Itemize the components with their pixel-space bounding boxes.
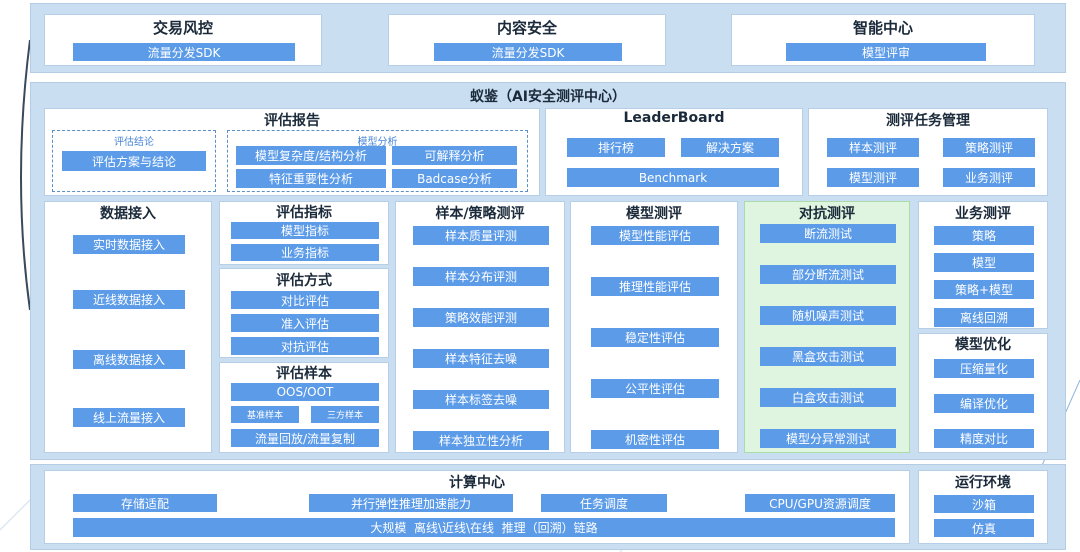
panel-title: 测评任务管理 — [886, 113, 970, 129]
analysis-group: 模型分析 模型复杂度/结构分析 可解释分析 特征重要性分析 Badcase分析 — [227, 130, 528, 192]
model-eval-button[interactable]: 机密性评估 — [591, 430, 719, 449]
data-access-button[interactable]: 离线数据接入 — [73, 350, 185, 369]
panel-model-optimization: 模型优化 压缩量化 编译优化 精度对比 — [918, 333, 1048, 453]
model-eval-button[interactable]: 稳定性评估 — [591, 328, 719, 347]
optimization-button[interactable]: 编译优化 — [934, 394, 1034, 413]
leaderboard-button[interactable]: 排行榜 — [567, 138, 665, 157]
simulation-button[interactable]: 仿真 — [934, 519, 1034, 537]
panel-evaluation-metrics: 评估指标 模型指标 业务指标 — [219, 201, 389, 265]
model-eval-button[interactable]: 公平性评估 — [591, 379, 719, 398]
panel-title: 对抗测评 — [799, 206, 855, 222]
inference-pipeline-button[interactable]: 大规模 离线\近线\在线 推理（回溯）链路 — [73, 518, 895, 537]
panel-title: 数据接入 — [100, 206, 156, 222]
task-button[interactable]: 样本测评 — [827, 138, 919, 157]
panel-title: 评估样本 — [276, 366, 332, 382]
sample-eval-button[interactable]: 策略效能评测 — [413, 308, 549, 327]
optimization-button[interactable]: 压缩量化 — [934, 359, 1034, 378]
analysis-button[interactable]: 可解释分析 — [392, 146, 517, 165]
benchmark-sample-button[interactable]: 基准样本 — [231, 406, 299, 423]
panel-model-eval: 模型测评 模型性能评估 推理性能评估 稳定性评估 公平性评估 机密性评估 — [570, 201, 738, 453]
group-label: 模型分析 — [357, 137, 398, 148]
adversarial-test-button[interactable]: 随机噪声测试 — [760, 306, 896, 325]
panel-title: 评估报告 — [264, 113, 320, 129]
panel-title: 智能中心 — [852, 19, 913, 37]
compute-button[interactable]: 任务调度 — [541, 494, 667, 512]
panel-title: 样本/策略测评 — [435, 206, 525, 222]
oos-oot-button[interactable]: OOS/OOT — [231, 383, 379, 401]
model-eval-button[interactable]: 推理性能评估 — [591, 277, 719, 296]
panel-content-security: 内容安全 流量分发SDK — [388, 14, 666, 66]
data-access-button[interactable]: 近线数据接入 — [73, 290, 185, 309]
sample-eval-button[interactable]: 样本标签去噪 — [413, 390, 549, 409]
panel-compute-center: 计算中心 存储适配 并行弹性推理加速能力 任务调度 CPU/GPU资源调度 大规… — [44, 470, 910, 544]
panel-trade-risk: 交易风控 流量分发SDK — [44, 14, 322, 66]
adversarial-test-button[interactable]: 部分断流测试 — [760, 265, 896, 284]
panel-title: 业务测评 — [955, 206, 1011, 222]
data-access-button[interactable]: 实时数据接入 — [73, 235, 185, 254]
sdk-button[interactable]: 流量分发SDK — [434, 43, 622, 61]
group-label: 评估结论 — [114, 137, 154, 148]
analysis-button[interactable]: 模型复杂度/结构分析 — [236, 146, 386, 165]
model-review-button[interactable]: 模型评审 — [786, 43, 986, 61]
adversarial-test-button[interactable]: 断流测试 — [760, 224, 896, 243]
business-eval-button[interactable]: 离线回溯 — [934, 308, 1034, 327]
panel-data-access: 数据接入 实时数据接入 近线数据接入 离线数据接入 线上流量接入 — [44, 201, 212, 453]
compute-button[interactable]: 并行弹性推理加速能力 — [309, 494, 513, 512]
method-button[interactable]: 对抗评估 — [231, 337, 379, 355]
metric-button[interactable]: 模型指标 — [231, 222, 379, 239]
business-eval-button[interactable]: 模型 — [934, 253, 1034, 272]
adversarial-test-button[interactable]: 模型分异常测试 — [760, 429, 896, 448]
task-button[interactable]: 业务测评 — [943, 168, 1035, 187]
leaderboard-button[interactable]: 解决方案 — [681, 138, 779, 157]
panel-adversarial-eval: 对抗测评 断流测试 部分断流测试 随机噪声测试 黑盒攻击测试 白盒攻击测试 模型… — [744, 201, 910, 453]
panel-title: 计算中心 — [449, 475, 505, 491]
analysis-button[interactable]: Badcase分析 — [392, 169, 517, 188]
sample-eval-button[interactable]: 样本质量评测 — [413, 226, 549, 245]
panel-evaluation-report: 评估报告 评估结论 评估方案与结论 模型分析 模型复杂度/结构分析 可解释分析 … — [44, 108, 540, 196]
business-eval-button[interactable]: 策略 — [934, 226, 1034, 245]
adversarial-test-button[interactable]: 白盒攻击测试 — [760, 388, 896, 407]
panel-evaluation-samples: 评估样本 OOS/OOT 基准样本 三方样本 流量回放/流量复制 — [219, 362, 389, 453]
main-title: 蚁鉴（AI安全测评中心） — [469, 89, 627, 105]
third-party-sample-button[interactable]: 三方样本 — [311, 406, 379, 423]
panel-title: 评估方式 — [276, 273, 332, 289]
optimization-button[interactable]: 精度对比 — [934, 429, 1034, 448]
panel-task-management: 测评任务管理 样本测评 策略测评 模型测评 业务测评 — [808, 108, 1048, 196]
panel-title: 模型测评 — [626, 206, 682, 222]
sdk-button[interactable]: 流量分发SDK — [73, 43, 295, 61]
task-button[interactable]: 策略测评 — [943, 138, 1035, 157]
metric-button[interactable]: 业务指标 — [231, 244, 379, 261]
compute-button[interactable]: CPU/GPU资源调度 — [745, 494, 895, 512]
benchmark-button[interactable]: Benchmark — [567, 168, 779, 187]
panel-title: 评估指标 — [276, 205, 332, 221]
compute-button[interactable]: 存储适配 — [73, 494, 217, 512]
panel-title: 模型优化 — [955, 337, 1011, 353]
panel-sample-strategy-eval: 样本/策略测评 样本质量评测 样本分布评测 策略效能评测 样本特征去噪 样本标签… — [395, 201, 565, 453]
sample-eval-button[interactable]: 样本特征去噪 — [413, 349, 549, 368]
method-button[interactable]: 准入评估 — [231, 314, 379, 332]
sample-eval-button[interactable]: 样本独立性分析 — [413, 431, 549, 450]
panel-title: 交易风控 — [152, 19, 213, 37]
panel-title: LeaderBoard — [623, 110, 725, 126]
panel-runtime-env: 运行环境 沙箱 仿真 — [918, 470, 1048, 544]
sample-eval-button[interactable]: 样本分布评测 — [413, 267, 549, 286]
panel-title: 运行环境 — [955, 475, 1011, 491]
sandbox-button[interactable]: 沙箱 — [934, 495, 1034, 513]
conclusion-button[interactable]: 评估方案与结论 — [62, 151, 206, 171]
conclusion-group: 评估结论 评估方案与结论 — [52, 130, 216, 192]
panel-evaluation-methods: 评估方式 对比评估 准入评估 对抗评估 — [219, 268, 389, 358]
model-eval-button[interactable]: 模型性能评估 — [591, 226, 719, 245]
method-button[interactable]: 对比评估 — [231, 291, 379, 309]
panel-leaderboard: LeaderBoard 排行榜 解决方案 Benchmark — [545, 108, 803, 196]
analysis-button[interactable]: 特征重要性分析 — [236, 169, 386, 188]
business-eval-button[interactable]: 策略+模型 — [934, 280, 1034, 299]
panel-business-eval: 业务测评 策略 模型 策略+模型 离线回溯 — [918, 201, 1048, 329]
panel-intelligence-center: 智能中心 模型评审 — [731, 14, 1035, 66]
task-button[interactable]: 模型测评 — [827, 168, 919, 187]
data-access-button[interactable]: 线上流量接入 — [73, 408, 185, 427]
panel-title: 内容安全 — [496, 19, 557, 37]
adversarial-test-button[interactable]: 黑盒攻击测试 — [760, 347, 896, 366]
traffic-replay-button[interactable]: 流量回放/流量复制 — [231, 429, 379, 447]
